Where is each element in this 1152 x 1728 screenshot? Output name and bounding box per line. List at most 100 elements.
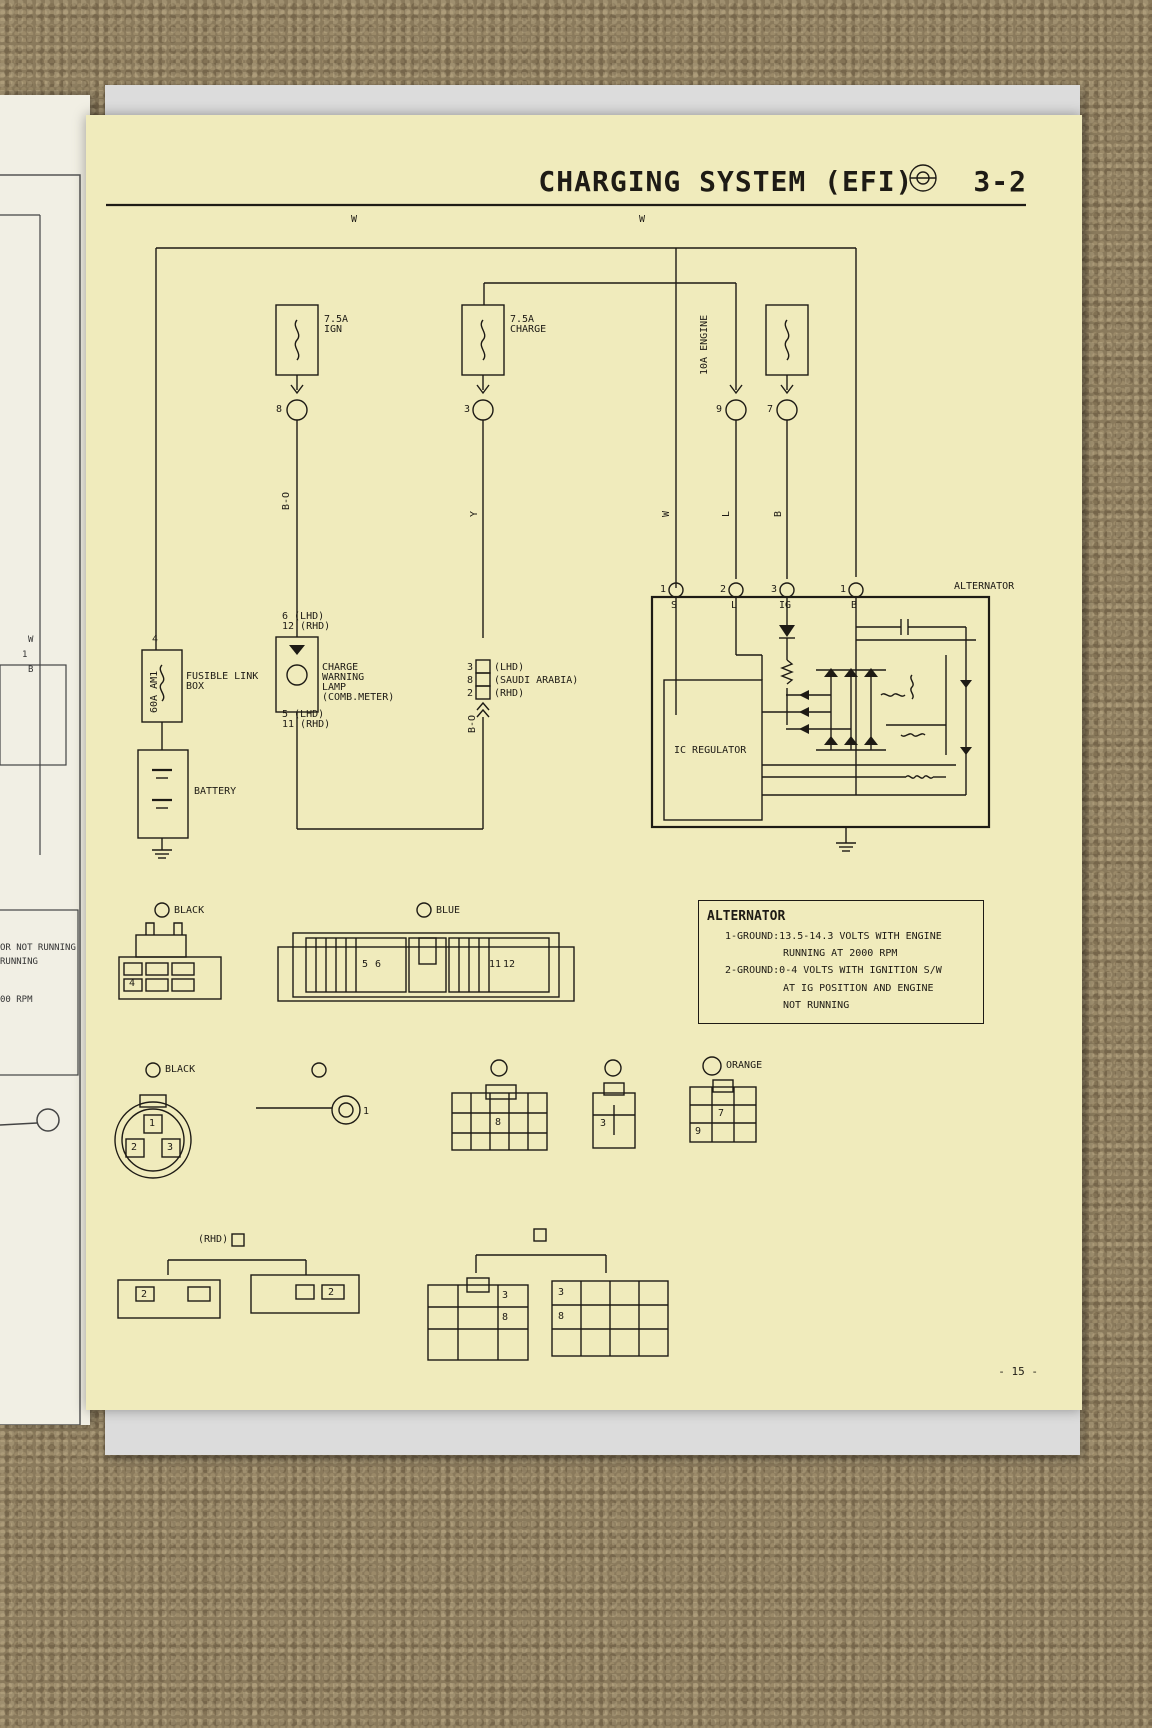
connector-j-pin: 3 <box>558 1287 565 1298</box>
page-title-text: CHARGING SYSTEM (EFI) <box>538 165 914 198</box>
left-page-note-3: 00 RPM <box>0 995 33 1005</box>
alt-terminal-s-num: 1 <box>660 584 667 595</box>
manual-page: CHARGING SYSTEM (EFI) 3-2 <box>86 115 1082 1410</box>
connector-b-color: BLUE <box>436 905 461 916</box>
battery <box>137 749 189 859</box>
spec-line-2b: AT IG POSITION AND ENGINE <box>783 983 934 994</box>
alt-terminal-b: B <box>851 600 858 611</box>
alternator-terminals <box>668 582 864 715</box>
connector-b-pin: 5 <box>362 959 369 970</box>
charge-terminal: 3 <box>464 404 471 415</box>
connector-b-pin: 6 <box>375 959 382 970</box>
alternator-spec-box: ALTERNATOR 1-GROUND:13.5-14.3 VOLTS WITH… <box>698 900 984 1024</box>
connector-g-pin: 2 <box>141 1289 148 1300</box>
alternator-icon <box>909 164 937 192</box>
alt-terminal-ig: IG <box>779 600 792 611</box>
connector-c-pin: 2 <box>131 1142 138 1153</box>
connector-d-pin: 1 <box>363 1106 370 1117</box>
wire-label-w: W <box>661 510 672 517</box>
connector-a-drawing <box>118 902 222 1000</box>
spec-line-2c: NOT RUNNING <box>783 1000 850 1011</box>
lamp-terminal-bottom-text: 5 (LHD) 11 (RHD) <box>282 709 331 730</box>
connector-2d-pin: 9 <box>695 1126 702 1137</box>
wire-label-ign: B-O <box>281 491 292 510</box>
j-terminal-mid: 8 <box>467 675 474 686</box>
spec-line-2: 2-GROUND:0-4 VOLTS WITH IGNITION S/W <box>725 965 942 976</box>
connector-g-drawing <box>117 1233 360 1319</box>
connector-g-rhd: (RHD) <box>198 1234 229 1245</box>
page-number: - 15 - <box>998 1365 1038 1378</box>
connector-c-drawing <box>114 1062 192 1179</box>
battery-label: BATTERY <box>194 786 237 797</box>
fuse-ign-label: 7.5A IGN <box>324 314 349 335</box>
alt-terminal-b-num: 1 <box>840 584 847 595</box>
connector-2d-color: ORANGE <box>726 1060 763 1071</box>
fusible-link-terminal: 4 <box>152 634 159 645</box>
connector-1e-pin: 8 <box>495 1117 502 1128</box>
charge-warning-lamp <box>275 636 483 830</box>
wire-label-top-left: W <box>351 214 358 225</box>
fuse-engine <box>765 304 809 579</box>
j-top-label: (LHD) <box>494 662 525 673</box>
left-page-note-1: OR NOT RUNNING <box>0 943 76 953</box>
connector-j-drawing <box>427 1228 669 1361</box>
alt-terminal-s: S <box>671 600 678 611</box>
ic-regulator-label: IC REGULATOR <box>674 745 747 756</box>
wire-label-charge: Y <box>469 510 480 517</box>
lamp-terminal-top-text: 6 (LHD) 12 (RHD) <box>282 611 331 632</box>
connector-b-pin: 11 <box>489 959 502 970</box>
alt-terminal-l-num: 2 <box>720 584 727 595</box>
connector-2c-pin: 3 <box>600 1118 607 1129</box>
lamp-label: CHARGE WARNING LAMP (COMB.METER) <box>322 662 395 703</box>
main-wire <box>155 247 857 650</box>
l-terminal: 9 <box>716 404 723 415</box>
connector-c-pin: 3 <box>167 1142 174 1153</box>
connector-j-pin: 8 <box>502 1312 509 1323</box>
spec-line-1b: RUNNING AT 2000 RPM <box>783 948 898 959</box>
connector-a-color: BLACK <box>174 905 205 916</box>
connector-j-pin: 8 <box>558 1311 565 1322</box>
connector-2d-drawing <box>689 1056 757 1143</box>
fuse-charge <box>461 282 736 638</box>
section-number: 3-2 <box>973 165 1027 198</box>
left-page-wire-label: W <box>28 635 34 645</box>
connector-b-drawing <box>277 902 575 1002</box>
alternator-housing <box>650 595 991 852</box>
left-page-wire-label-b: B <box>28 665 34 675</box>
wire-l <box>725 283 747 579</box>
b-terminal: 7 <box>767 404 774 415</box>
wire-label-lower: B-O <box>467 714 478 733</box>
fuse-ign <box>275 304 319 637</box>
left-page-terminal: 1 <box>22 650 28 660</box>
junction-connector <box>475 659 491 829</box>
fusible-link-label: FUSIBLE LINK BOX <box>186 671 259 692</box>
left-page: W 1 B OR NOT RUNNING RUNNING 00 RPM <box>0 95 90 1426</box>
connector-j-pin: 3 <box>502 1290 509 1301</box>
alt-terminal-l: L <box>731 600 738 611</box>
page-title: CHARGING SYSTEM (EFI) 3-2 <box>538 165 1027 198</box>
connector-c-color: BLACK <box>165 1064 196 1075</box>
connector-c-pin: 1 <box>149 1118 156 1129</box>
left-page-note-2: RUNNING <box>0 957 38 967</box>
connector-g-pin: 2 <box>328 1287 335 1298</box>
connector-2c-drawing <box>592 1059 636 1149</box>
fusible-link <box>141 649 183 750</box>
left-page-drawing <box>0 174 81 1426</box>
j-terminal-top: 3 <box>467 662 474 673</box>
wire-label-b: B <box>773 510 784 517</box>
fuse-engine-label: 10A ENGINE <box>699 314 710 375</box>
alternator-label: ALTERNATOR <box>954 581 1015 592</box>
fuse-charge-label: 7.5A CHARGE <box>510 314 547 335</box>
fusible-link-rating: 60A AM1 <box>149 670 160 713</box>
connector-d-drawing <box>256 1062 361 1125</box>
wire-label-top-right: W <box>639 214 646 225</box>
connector-2d-pin: 7 <box>718 1108 725 1119</box>
g-terminal-bottom: 2 <box>467 688 474 699</box>
connector-a-pin: 4 <box>129 978 136 989</box>
ign-terminal: 8 <box>276 404 283 415</box>
alt-terminal-ig-num: 3 <box>771 584 778 595</box>
wiring-diagram <box>106 164 1026 1361</box>
g-bottom-label: (RHD) <box>494 688 525 699</box>
spec-line-1: 1-GROUND:13.5-14.3 VOLTS WITH ENGINE <box>725 931 942 942</box>
j-mid-label: (SAUDI ARABIA) <box>494 675 579 686</box>
